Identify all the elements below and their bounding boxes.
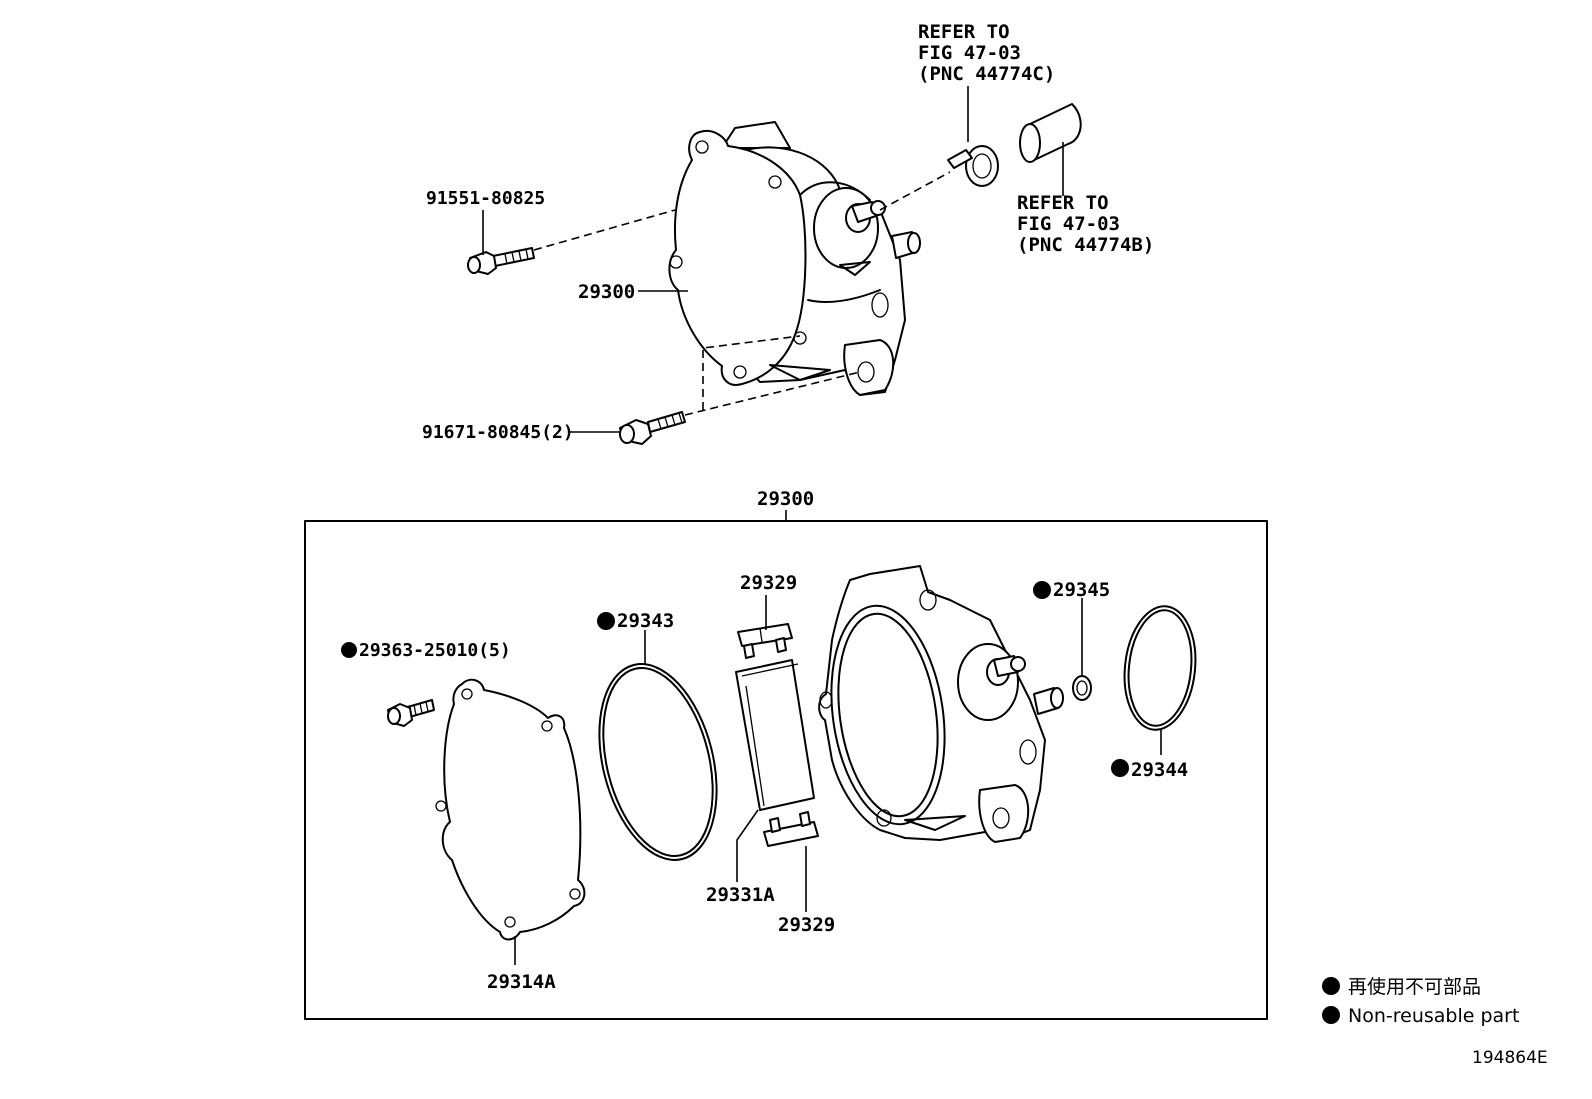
legend-marker-en bbox=[1322, 1006, 1340, 1024]
label-bolt-bottom: 91671-80845(2) bbox=[422, 422, 574, 443]
refer-right-line3: (PNC 44774B) bbox=[1017, 234, 1154, 256]
refer-note-right: REFER TO FIG 47-03 (PNC 44774B) bbox=[1017, 192, 1154, 256]
refer-right-line2: FIG 47-03 bbox=[1017, 213, 1120, 235]
assembly-line-bolt-bottom bbox=[684, 371, 861, 416]
label-screw: 29363-25010(5) bbox=[359, 640, 511, 661]
bolt-91671-80845 bbox=[619, 411, 686, 445]
label-cover-plate: 29314A bbox=[487, 971, 556, 993]
screw-29363 bbox=[387, 699, 435, 727]
rotor-29331A bbox=[735, 659, 815, 811]
label-vane-top: 29329 bbox=[740, 572, 797, 594]
non-reusable-marker-screw bbox=[341, 642, 357, 658]
non-reusable-marker-oring-29343 bbox=[597, 612, 615, 630]
legend-text-jp: 再使用不可部品 bbox=[1348, 976, 1481, 998]
non-reusable-marker-oring-29345 bbox=[1033, 581, 1051, 599]
label-pump-assy: 29300 bbox=[578, 281, 635, 303]
pump-housing bbox=[818, 565, 1064, 843]
assembly-line-bolt-top bbox=[533, 209, 676, 251]
vane-29329-bottom bbox=[763, 811, 819, 847]
figure-id: 194864E bbox=[1472, 1048, 1548, 1068]
oring-29344 bbox=[1123, 605, 1197, 731]
bolt-91551-80825 bbox=[467, 247, 535, 275]
assembly-line-bracket bbox=[702, 335, 801, 410]
non-reusable-marker-oring-29344 bbox=[1111, 759, 1129, 777]
assembly-line-clamp bbox=[879, 171, 951, 211]
label-oring-small: 29345 bbox=[1053, 579, 1110, 601]
refer-top-line2: FIG 47-03 bbox=[918, 42, 1021, 64]
refer-top-line3: (PNC 44774C) bbox=[918, 63, 1055, 85]
label-oring-right: 29344 bbox=[1131, 759, 1188, 781]
legend-marker-jp bbox=[1322, 977, 1340, 995]
legend-text-en: Non-reusable part bbox=[1348, 1005, 1519, 1027]
hose-clamp bbox=[947, 145, 999, 187]
oring-29345 bbox=[1072, 675, 1092, 701]
refer-right-line1: REFER TO bbox=[1017, 192, 1109, 214]
vacuum-hose bbox=[1019, 103, 1082, 163]
legend: 再使用不可部品 Non-reusable part bbox=[1322, 976, 1519, 1027]
label-bolt-top: 91551-80825 bbox=[426, 188, 545, 209]
cover-plate-29314A bbox=[435, 678, 586, 941]
leader-rotor bbox=[736, 809, 759, 882]
label-vane-bottom: 29329 bbox=[778, 914, 835, 936]
vacuum-pump-assembly-top bbox=[668, 121, 921, 396]
label-vane-rotor: 29331A bbox=[706, 884, 775, 906]
refer-top-line1: REFER TO bbox=[918, 21, 1010, 43]
label-oring-large: 29343 bbox=[617, 610, 674, 632]
refer-note-top: REFER TO FIG 47-03 (PNC 44774C) bbox=[918, 21, 1055, 85]
oring-29343 bbox=[598, 663, 718, 861]
label-assy-box: 29300 bbox=[757, 488, 814, 510]
vane-29329-top bbox=[737, 623, 793, 659]
